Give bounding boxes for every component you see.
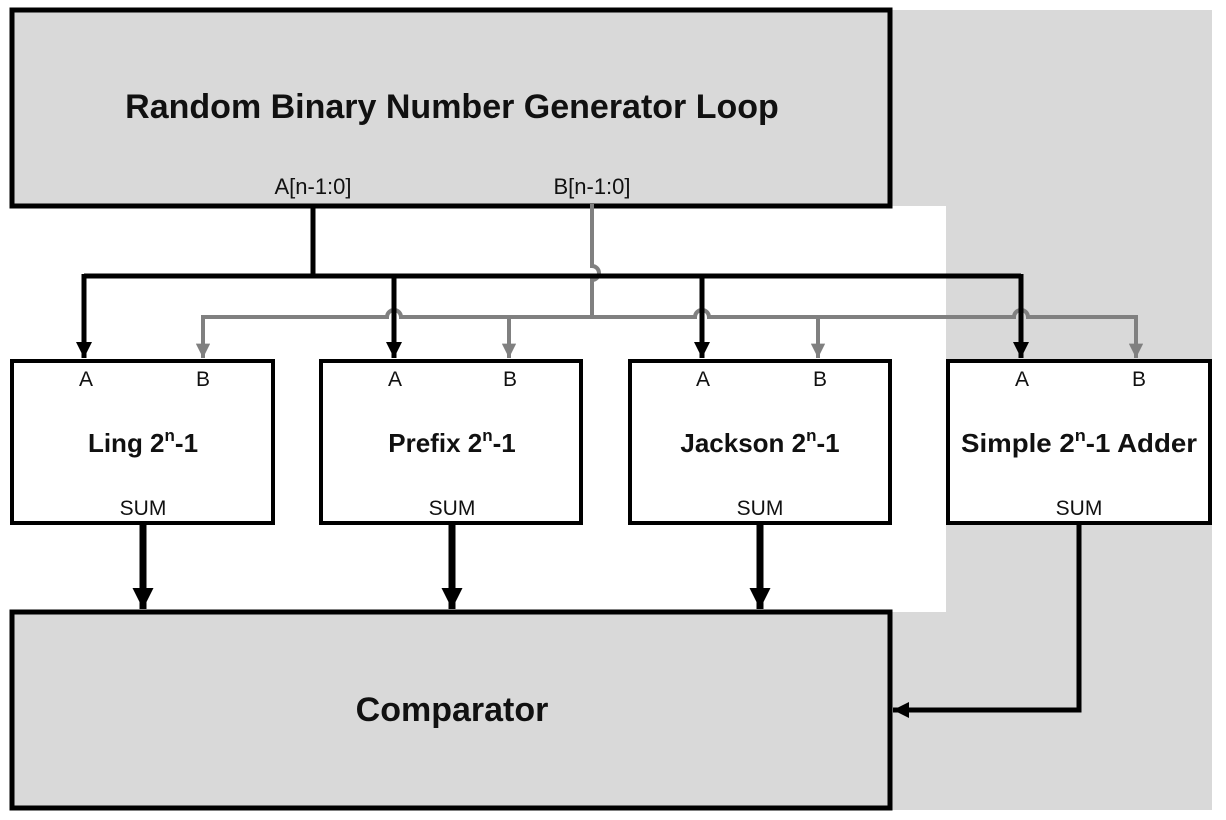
bus-a-wires: [75, 204, 1030, 358]
port-b-label: B: [1132, 368, 1146, 391]
port-sum-label: SUM: [429, 497, 476, 520]
port-b-label: B: [503, 368, 517, 391]
port-a-label: A: [79, 368, 93, 391]
generator-block: [9, 7, 893, 209]
sum-wires: [132, 524, 1082, 719]
port-sum-label: SUM: [737, 497, 784, 520]
port-b-label: B: [813, 368, 827, 391]
comparator-block: [9, 609, 893, 811]
adder-title: Ling 2n-1: [88, 426, 198, 458]
adder-block-ling: A B Ling 2n-1 SUM: [10, 359, 275, 525]
port-a-label: A: [388, 368, 402, 391]
comparator-title: Comparator: [356, 691, 549, 729]
adder-block-jackson: A B Jackson 2n-1 SUM: [628, 359, 892, 525]
adder-block-prefix: A B Prefix 2n-1 SUM: [319, 359, 583, 525]
bus-b-label: B[n-1:0]: [553, 174, 630, 199]
adder-title: Prefix 2n-1: [388, 426, 515, 458]
port-sum-label: SUM: [120, 497, 167, 520]
port-b-label: B: [196, 368, 210, 391]
bus-a-label: A[n-1:0]: [274, 174, 351, 199]
port-a-label: A: [696, 368, 710, 391]
port-a-label: A: [1015, 368, 1029, 391]
adder-title: Jackson 2n-1: [680, 426, 839, 458]
generator-title: Random Binary Number Generator Loop: [125, 88, 779, 126]
port-sum-label: SUM: [1056, 497, 1103, 520]
